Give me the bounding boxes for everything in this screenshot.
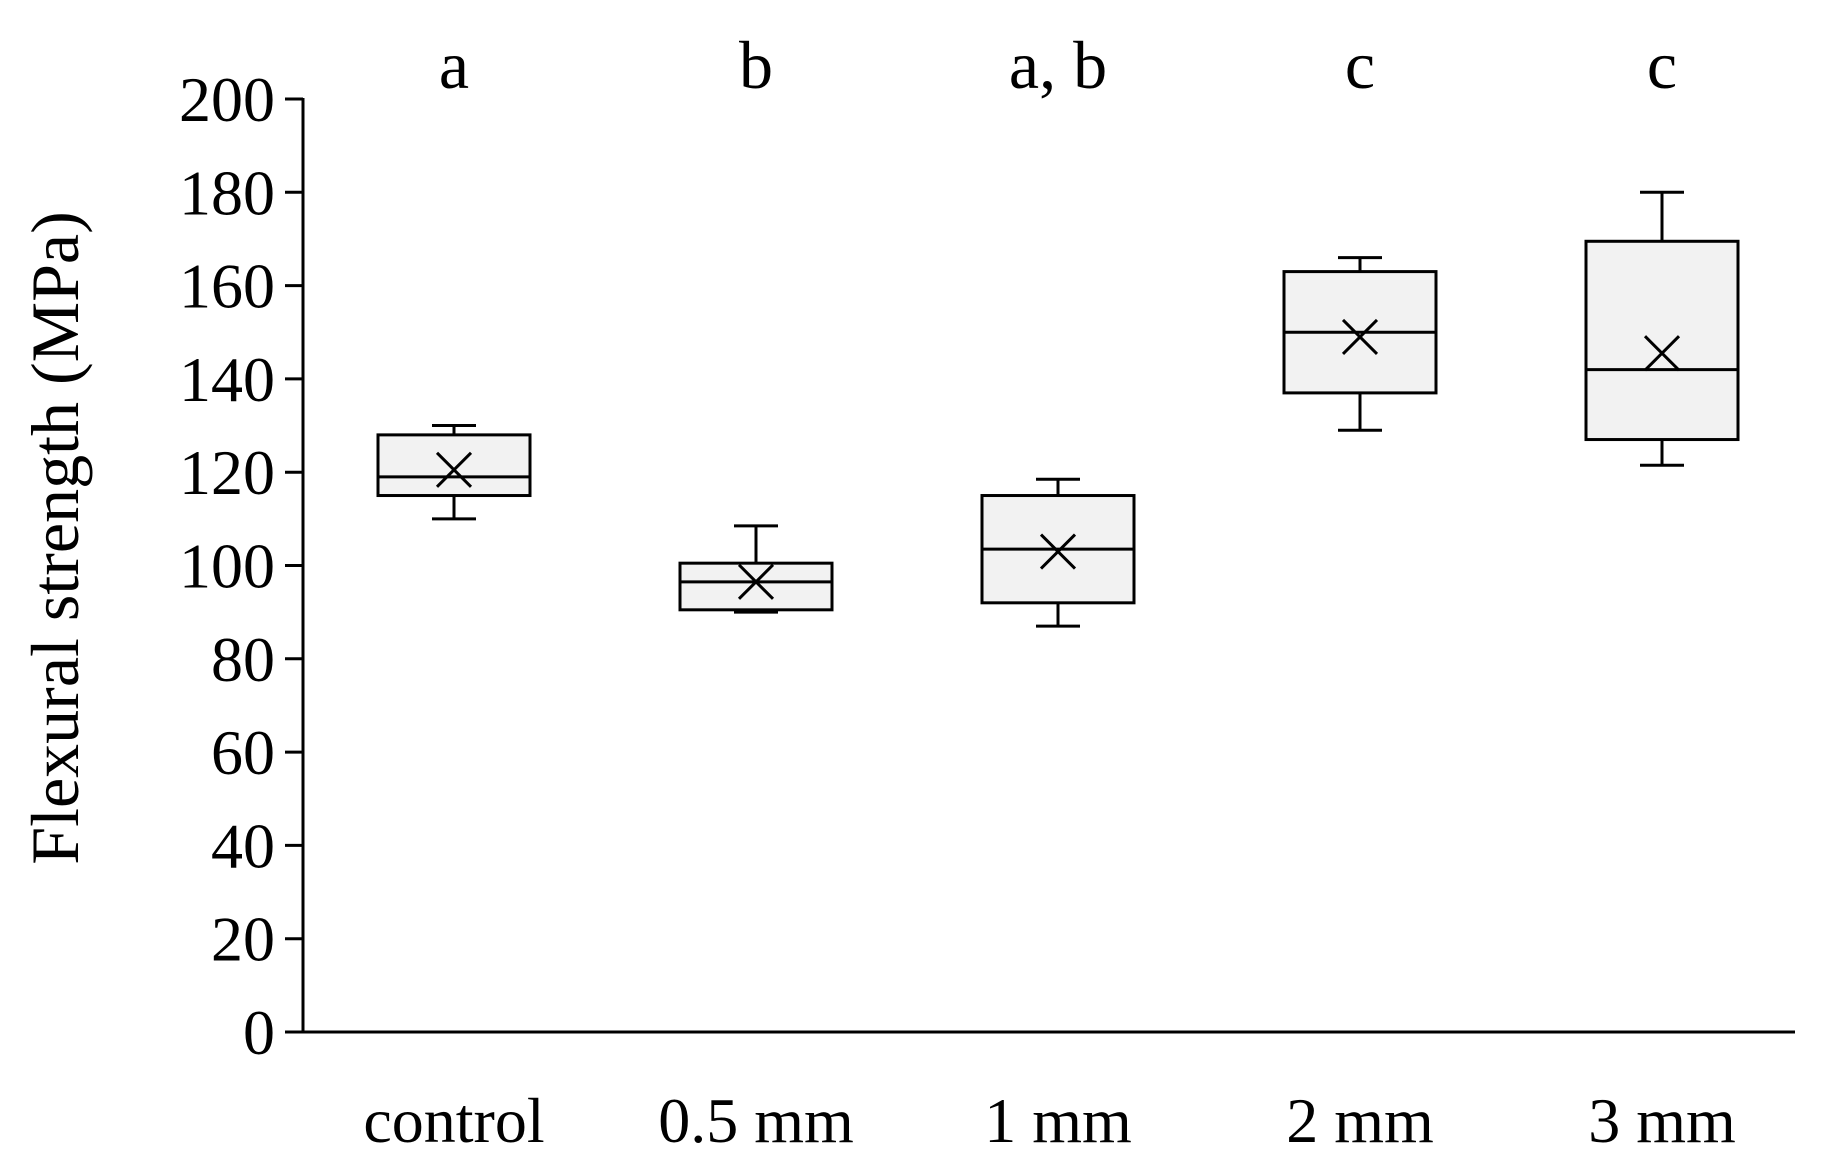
x-category-label: 0.5 mm [658, 1085, 854, 1156]
y-tick-label: 120 [179, 437, 275, 508]
box-1-mm [980, 477, 1136, 628]
significance-letter: a [439, 27, 469, 103]
box-control [376, 424, 532, 521]
y-tick-label: 180 [179, 157, 275, 228]
boxes-layer [376, 190, 1740, 628]
y-ticks-layer: 0 20 40 60 80 100 120 140 160 180 200 [179, 64, 303, 1068]
x-category-label: 3 mm [1588, 1085, 1736, 1156]
significance-letter: c [1647, 27, 1677, 103]
x-category-label: 1 mm [984, 1085, 1132, 1156]
mean-marker [1039, 533, 1077, 570]
y-tick-label: 80 [211, 624, 275, 695]
mean-marker [1341, 318, 1379, 355]
y-axis-title: Flexural strength (MPa) [17, 211, 93, 864]
mean-marker-stroke [737, 563, 775, 600]
significance-letter: b [739, 27, 773, 103]
labels-layer: control 0.5 mm 1 mm 2 mm 3 mm a b a, b c c [363, 27, 1735, 1156]
y-tick-label: 100 [179, 531, 275, 602]
y-tick-label: 160 [179, 251, 275, 322]
y-tick-label: 0 [243, 997, 275, 1068]
y-tick-label: 200 [179, 64, 275, 135]
mean-marker-stroke [1643, 335, 1681, 372]
mean-marker [1643, 335, 1681, 372]
mean-marker-stroke [1039, 533, 1077, 570]
significance-letter: a, b [1009, 27, 1107, 103]
significance-letter: c [1345, 27, 1375, 103]
mean-marker-stroke [1341, 318, 1379, 355]
y-tick-label: 20 [211, 904, 275, 975]
box-0-5-mm [678, 524, 834, 614]
y-tick-label: 60 [211, 717, 275, 788]
interquartile-box [376, 433, 532, 498]
box-3-mm [1584, 190, 1740, 467]
x-category-label: control [363, 1085, 544, 1156]
y-tick-label: 40 [211, 810, 275, 881]
x-category-label: 2 mm [1286, 1085, 1434, 1156]
mean-marker [435, 451, 473, 488]
mean-marker-stroke [435, 451, 473, 488]
mean-marker [737, 563, 775, 600]
y-tick-label: 140 [179, 344, 275, 415]
box-2-mm [1282, 256, 1438, 432]
interquartile-box [678, 561, 834, 612]
interquartile-box [1584, 239, 1740, 442]
